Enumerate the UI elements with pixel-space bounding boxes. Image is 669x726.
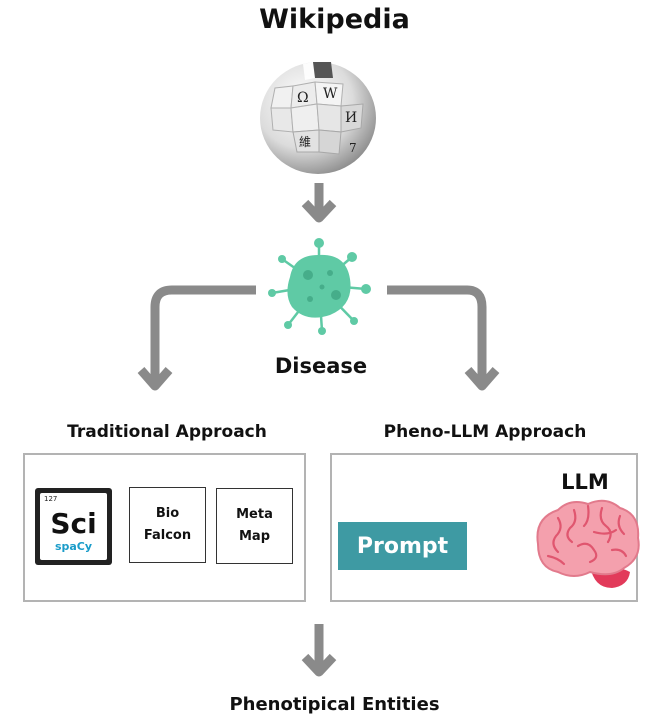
- disease-label: Disease: [274, 354, 368, 378]
- page-title: Wikipedia: [259, 4, 410, 35]
- globe-glyph: Ω: [297, 90, 309, 106]
- metamap-box: Meta Map: [216, 488, 293, 564]
- traditional-approach-title: Traditional Approach: [67, 422, 267, 442]
- brain-icon: [536, 499, 640, 588]
- scispacy-subtitle: spaCy: [54, 540, 93, 553]
- arrow-disease-to-pheno: [387, 285, 487, 383]
- arrow-to-output-head: [301, 653, 337, 677]
- globe-glyph: И: [345, 110, 357, 126]
- prompt-box: Prompt: [338, 522, 467, 570]
- arrow-disease-to-pheno-head: [464, 367, 500, 391]
- phenotipical-entities-label: Phenotipical Entities: [229, 694, 440, 715]
- scispacy-symbol: Sci: [50, 507, 97, 540]
- scispacy-number: 127: [44, 495, 58, 503]
- arrow-disease-to-traditional-head: [137, 367, 173, 391]
- biofalcon-box: Bio Falcon: [129, 487, 206, 563]
- scispacy-logo: 127 Sci spaCy: [35, 488, 112, 565]
- globe-glyph: 7: [349, 141, 357, 155]
- arrow-globe-to-disease-head: [301, 199, 337, 223]
- globe-glyph: W: [323, 86, 338, 102]
- llm-label: LLM: [561, 470, 609, 494]
- wikipedia-globe-icon: Ω W И 維 7: [260, 60, 376, 174]
- scispacy-logo-tile: 127 Sci spaCy: [40, 493, 107, 560]
- arrow-disease-to-traditional: [150, 285, 256, 383]
- pheno-llm-approach-title: Pheno-LLM Approach: [383, 422, 587, 442]
- globe-glyph: 維: [299, 135, 311, 149]
- virus-icon: [268, 238, 371, 335]
